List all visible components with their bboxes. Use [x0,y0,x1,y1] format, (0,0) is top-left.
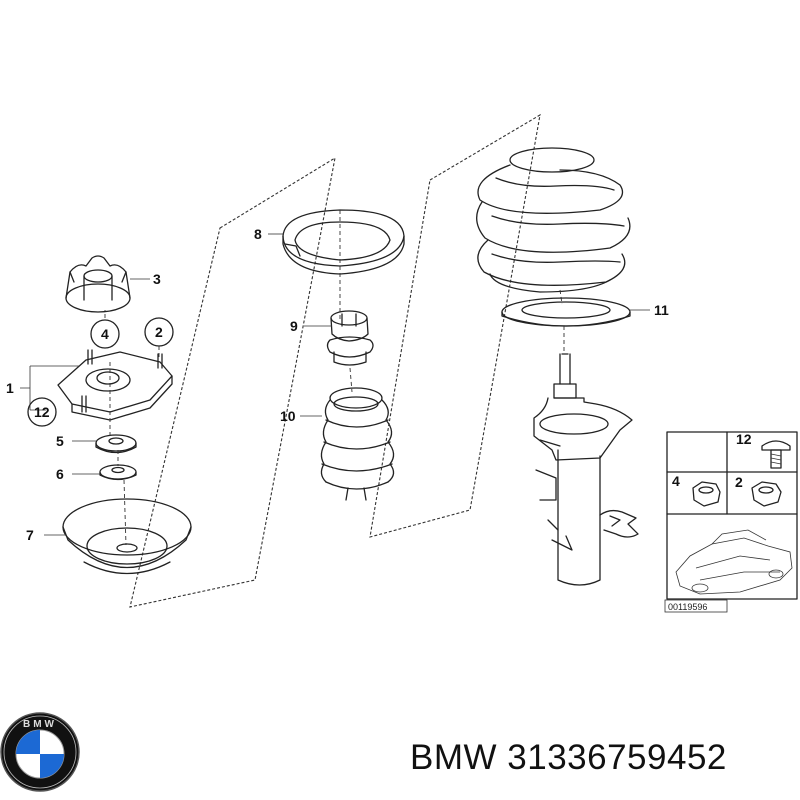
callout-10: 10 [280,408,296,424]
inset-car-icon [675,529,793,595]
inset-nut-4-icon [692,481,721,507]
part-shock-absorber [533,353,639,586]
part-8-spring-seat [282,209,405,275]
part-11-spring-pad [501,297,631,327]
callout-12: 12 [34,404,50,420]
callout-11: 11 [654,302,669,318]
inset-label-4: 4 [672,473,680,489]
callout-4-circle [90,319,120,349]
callout-6: 6 [56,466,64,482]
inset-bolt-12-icon [761,440,791,469]
part-1-strut-mount [57,349,173,421]
image-number: 00119596 [668,602,707,612]
bmw-logo-text: BMW [23,719,57,730]
inset-nut-2-icon [751,481,782,507]
part-7-support-bearing [62,498,192,575]
callout-9: 9 [290,318,298,334]
inset-box: 12 4 2 [666,431,798,600]
callout-4: 4 [101,326,109,342]
frame-middle-group [369,113,541,538]
frame-left-group [129,156,336,608]
part-6-washer [99,464,137,481]
callout-5: 5 [56,433,64,449]
callout-7: 7 [26,527,34,543]
inset-label-12: 12 [736,431,752,447]
part-coil-spring [476,147,631,293]
part-9-bump-stop [326,310,374,366]
callout-2: 2 [155,324,163,340]
callout-8: 8 [254,226,262,242]
part-10-dust-boot [320,387,395,501]
callout-1: 1 [6,380,14,396]
part-5-washer [95,434,137,454]
part-3-top-cap [65,255,131,313]
callout-3: 3 [153,271,161,287]
callout-12-circle [27,397,57,427]
inset-label-2: 2 [735,474,743,490]
bmw-logo: BMW [0,712,80,792]
part-number-caption: BMW 31336759452 [410,738,727,777]
